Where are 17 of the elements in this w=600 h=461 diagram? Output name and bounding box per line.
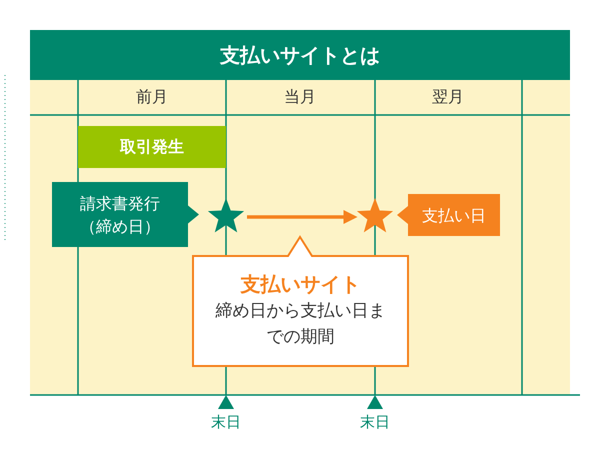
column-header: 当月 (283, 86, 317, 108)
date-label: 末日 (359, 412, 391, 433)
bubble-text: 締め日から支払い日までの期間 (214, 300, 386, 349)
speech-bubble (192, 235, 409, 367)
bubble-heading: 支払いサイト (239, 271, 362, 298)
column-header: 翌月 (431, 86, 465, 108)
event-bar: 取引発生 (78, 126, 226, 168)
title-band: 支払いサイトとは (30, 30, 570, 80)
date-label: 末日 (210, 412, 242, 433)
star-icon (356, 198, 394, 232)
callout-box (397, 194, 500, 236)
callout-box (52, 182, 199, 247)
box-label: 請求書発行（締め日） (79, 192, 161, 238)
box-label: 支払い日 (421, 204, 487, 226)
column-header: 前月 (135, 86, 169, 108)
star-icon (208, 198, 244, 232)
arrow (247, 210, 358, 224)
